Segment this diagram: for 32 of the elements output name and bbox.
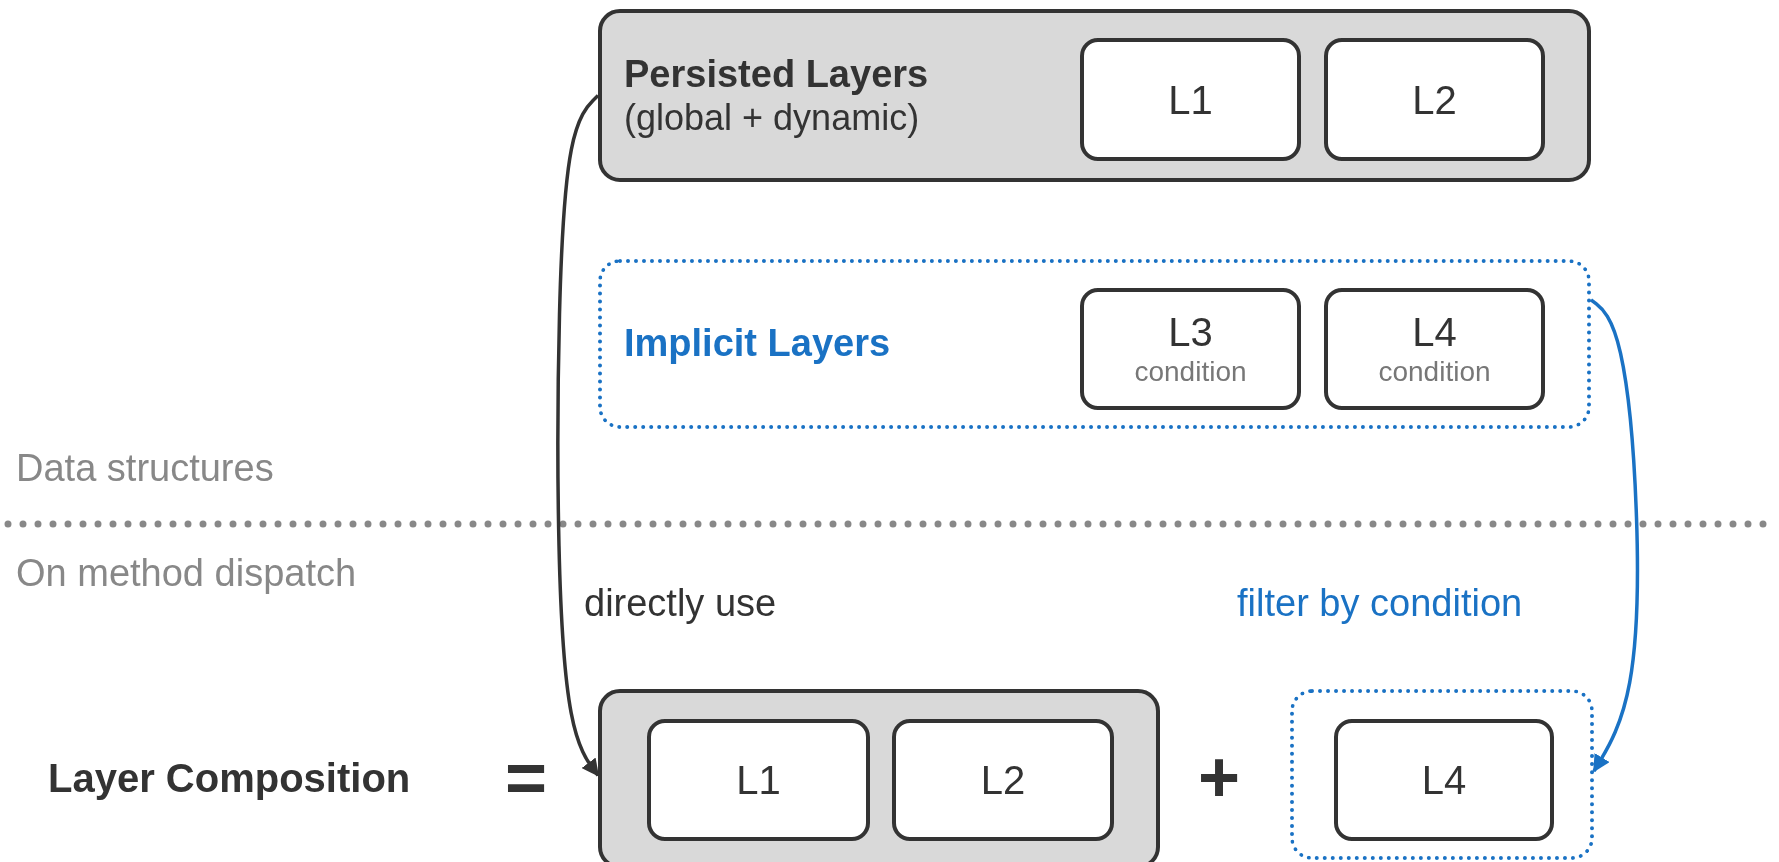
layer-group-dotted-frame [598, 259, 1591, 429]
layer-box [1324, 38, 1545, 161]
layer-name: L2 [979, 757, 1027, 803]
arrow [556, 94, 600, 777]
section-label: On method dispatch [16, 553, 357, 595]
layer-box [1334, 719, 1554, 841]
layer-group-dotted-frame [1290, 689, 1594, 860]
edge-label: filter by condition [1237, 583, 1523, 625]
layer-box [1080, 288, 1301, 410]
layer-name: L4 [1411, 309, 1458, 356]
group-subtitle: (global + dynamic) [624, 95, 921, 139]
layer-name: L3 [1167, 309, 1214, 356]
group-heading: Persisted Layers [624, 52, 929, 96]
plus-sign: + [1198, 738, 1241, 818]
layer-condition: condition [1133, 355, 1248, 389]
group-heading: Implicit Layers [624, 322, 891, 366]
equals-sign: = [505, 738, 548, 818]
arrow [1589, 298, 1640, 773]
layer-name: L2 [1411, 76, 1458, 123]
layer-box [647, 719, 870, 841]
layer-box [892, 719, 1114, 841]
layer-box [1080, 38, 1301, 161]
layer-name: L1 [735, 757, 782, 803]
layer-box [1324, 288, 1545, 410]
row-label: Layer Composition [48, 756, 411, 800]
section-label: Data structures [16, 448, 274, 490]
layer-condition: condition [1377, 355, 1492, 389]
layer-name: L4 [1420, 757, 1468, 803]
layer-group-panel [598, 9, 1591, 182]
layer-group-panel [598, 689, 1160, 862]
edge-label: directly use [584, 583, 777, 625]
layer-name: L1 [1167, 76, 1214, 123]
